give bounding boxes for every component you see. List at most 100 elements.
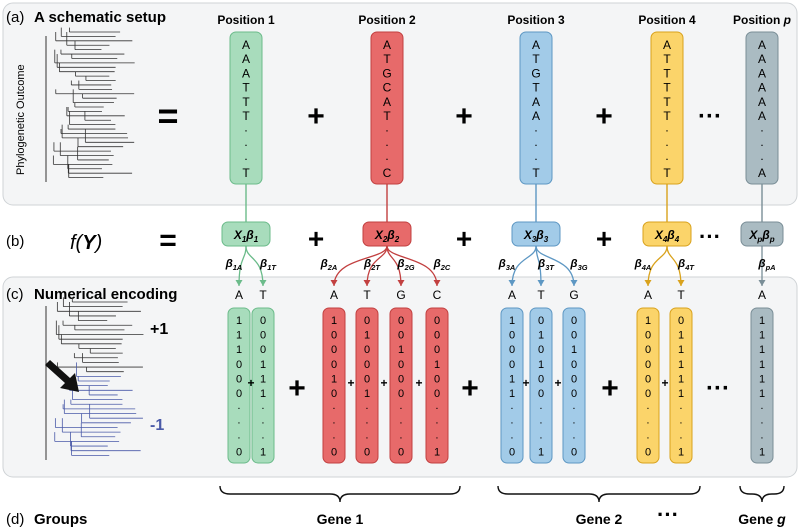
indicator-value: · — [572, 432, 576, 444]
phylogenetic-tree-icon — [45, 27, 135, 182]
indicator-value: 0 — [434, 330, 440, 342]
indicator-column-7 — [500, 307, 524, 464]
arrow-head-icon — [644, 280, 652, 286]
sequence-char: T — [242, 109, 250, 123]
indicator-value: 1 — [236, 330, 242, 342]
indicator-value: 0 — [236, 373, 242, 385]
indicator-value: 1 — [236, 315, 242, 327]
indicator-value: · — [572, 417, 576, 429]
beta-connector — [647, 245, 668, 287]
indicator-value: 0 — [260, 315, 266, 327]
indicator-value: 1 — [364, 388, 370, 400]
sequence-char: A — [242, 38, 250, 52]
beta-label: β4T — [677, 258, 695, 272]
small-plus: + — [347, 376, 354, 390]
indicator-value: · — [332, 417, 336, 429]
sequence-char: · — [665, 152, 669, 166]
indicator-value: 1 — [759, 446, 765, 458]
sequence-char: · — [534, 123, 538, 137]
indicator-value: 0 — [398, 315, 404, 327]
sequence-char: T — [663, 52, 671, 66]
column-letter: A — [758, 288, 766, 302]
sequence-char: A — [758, 52, 766, 66]
plus-sign: + — [308, 223, 324, 254]
indicator-value: 0 — [398, 359, 404, 371]
sequence-char: T — [242, 166, 250, 180]
indicator-value: 0 — [645, 373, 651, 385]
sequence-char: A — [242, 52, 250, 66]
arrow-head-icon — [537, 280, 545, 286]
panel-b-label: (b) — [6, 233, 24, 250]
beta-label: β3T — [537, 258, 555, 272]
indicator-value: · — [679, 403, 683, 415]
indicator-value: 1 — [678, 446, 684, 458]
indicator-value: 1 — [434, 359, 440, 371]
sequence-char: · — [385, 152, 389, 166]
indicator-value: 0 — [236, 388, 242, 400]
column-letter: T — [677, 288, 685, 302]
arrow-head-icon — [758, 280, 766, 286]
term-label-3: X3β3 — [523, 228, 549, 244]
indicator-value: 1 — [260, 446, 266, 458]
indicator-value: 1 — [509, 373, 515, 385]
indicator-column-6 — [425, 307, 449, 464]
small-plus: + — [415, 376, 422, 390]
indicator-value: · — [760, 417, 764, 429]
sequence-char: A — [383, 38, 391, 52]
indicator-value: 1 — [538, 330, 544, 342]
sequence-char: T — [663, 95, 671, 109]
indicator-value: 0 — [645, 359, 651, 371]
indicator-value: · — [399, 432, 403, 444]
indicator-value: 1 — [538, 446, 544, 458]
indicator-value: 1 — [398, 344, 404, 356]
indicator-value: 0 — [571, 446, 577, 458]
indicator-value: · — [760, 403, 764, 415]
beta-label: βpA — [757, 258, 775, 272]
sequence-char: T — [383, 52, 391, 66]
indicator-value: 1 — [645, 315, 651, 327]
term-label-4: X4β4 — [654, 228, 680, 244]
indicator-value: · — [261, 432, 265, 444]
indicator-value: 0 — [331, 388, 337, 400]
position-box-4 — [650, 31, 684, 185]
position-box-1 — [229, 31, 263, 185]
indicator-value: · — [332, 432, 336, 444]
sequence-char: · — [760, 123, 764, 137]
plus-sign: + — [601, 372, 619, 405]
arrow-head-icon — [235, 280, 243, 286]
indicator-value: 1 — [678, 330, 684, 342]
minus-one-label: -1 — [150, 417, 164, 434]
beta-label: β2G — [396, 258, 414, 272]
arrow-head-icon — [397, 280, 405, 286]
arrow-head-icon — [363, 280, 371, 286]
indicator-value: 0 — [571, 373, 577, 385]
indicator-value: 0 — [364, 344, 370, 356]
indicator-value: 0 — [364, 315, 370, 327]
plus-sign: + — [456, 223, 472, 254]
position-box-5 — [745, 31, 779, 185]
indicator-column-5 — [389, 307, 413, 464]
small-plus: + — [247, 376, 254, 390]
arrow-head-icon — [570, 280, 578, 286]
indicator-value: 1 — [331, 373, 337, 385]
beta-label: β4A — [634, 258, 652, 272]
sequence-char: · — [244, 123, 248, 137]
indicator-value: 0 — [509, 330, 515, 342]
term-label-2: X2β2 — [374, 228, 400, 244]
indicator-value: · — [539, 432, 543, 444]
indicator-value: 0 — [434, 388, 440, 400]
column-letter: T — [363, 288, 371, 302]
beta-label: β2C — [433, 258, 451, 272]
ellipsis: ··· — [698, 103, 722, 130]
sequence-char: · — [760, 137, 764, 151]
position-header-2: Position 2 — [358, 13, 416, 27]
indicator-value: 1 — [759, 359, 765, 371]
indicator-value: 0 — [434, 315, 440, 327]
indicator-value: 0 — [331, 344, 337, 356]
beta-connector — [535, 245, 575, 287]
indicator-value: · — [261, 417, 265, 429]
panel-c-title: Numerical encoding — [34, 286, 177, 303]
indicator-value: 1 — [364, 330, 370, 342]
indicator-value: 0 — [538, 373, 544, 385]
small-plus: + — [522, 376, 529, 390]
